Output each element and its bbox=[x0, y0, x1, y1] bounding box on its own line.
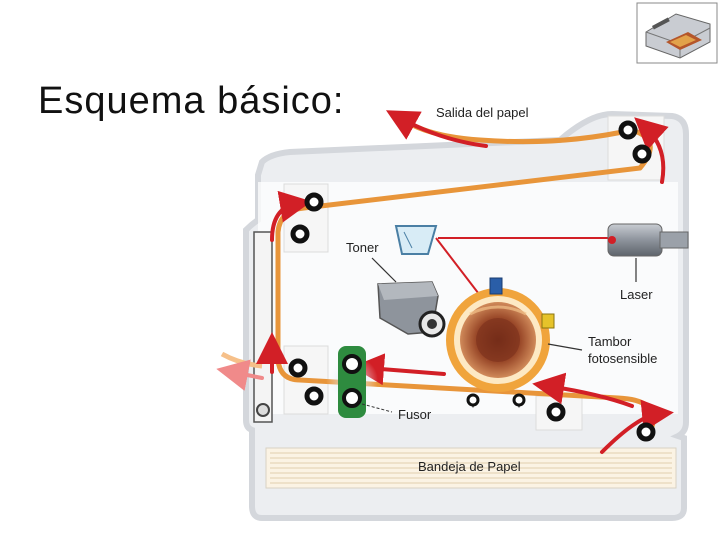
drum-label-line2: fotosensible bbox=[588, 351, 657, 366]
roller-top-left-1 bbox=[304, 192, 324, 212]
slide-title: Esquema básico: bbox=[38, 80, 345, 122]
laser-beam bbox=[435, 237, 610, 299]
fuser bbox=[326, 346, 378, 418]
arrow-exit bbox=[385, 110, 488, 148]
laser-callout: Laser bbox=[620, 258, 653, 302]
arrow-drum-feed bbox=[532, 372, 634, 408]
laser-unit bbox=[607, 223, 689, 257]
paper-tray-label: Bandeja de Papel bbox=[418, 459, 521, 474]
paper-exit-label: Salida del papel bbox=[436, 105, 529, 120]
flow-arrows bbox=[216, 110, 674, 454]
roller-pickup-1 bbox=[546, 402, 566, 422]
rear-door bbox=[253, 231, 273, 423]
toner-callout: Toner bbox=[346, 240, 397, 283]
toner-cartridge bbox=[377, 225, 446, 338]
drum-label-line1: Tambor bbox=[588, 334, 632, 349]
arrow-to-fuser bbox=[352, 353, 446, 386]
fuser-callout: Fusor bbox=[361, 403, 432, 422]
roller-exit-2 bbox=[632, 144, 652, 164]
laser-label: Laser bbox=[620, 287, 653, 302]
roller-exit-1 bbox=[618, 120, 638, 140]
printer-icon bbox=[636, 2, 718, 64]
drum-callout: Tambor fotosensible bbox=[547, 334, 657, 366]
roller-pickup-2 bbox=[636, 422, 656, 442]
fuser-label: Fusor bbox=[398, 407, 432, 422]
arrow-up-top bbox=[270, 190, 312, 242]
roller-top-left-2 bbox=[290, 224, 310, 244]
toner-label: Toner bbox=[346, 240, 379, 255]
roller-lower-left-2 bbox=[304, 386, 324, 406]
arrow-right-corner bbox=[634, 117, 669, 184]
roller-lower-left-1 bbox=[288, 358, 308, 378]
rollers bbox=[288, 120, 656, 442]
arrow-output bbox=[216, 359, 264, 391]
photosensitive-drum bbox=[446, 277, 555, 408]
arrow-tray-exit bbox=[600, 399, 674, 454]
